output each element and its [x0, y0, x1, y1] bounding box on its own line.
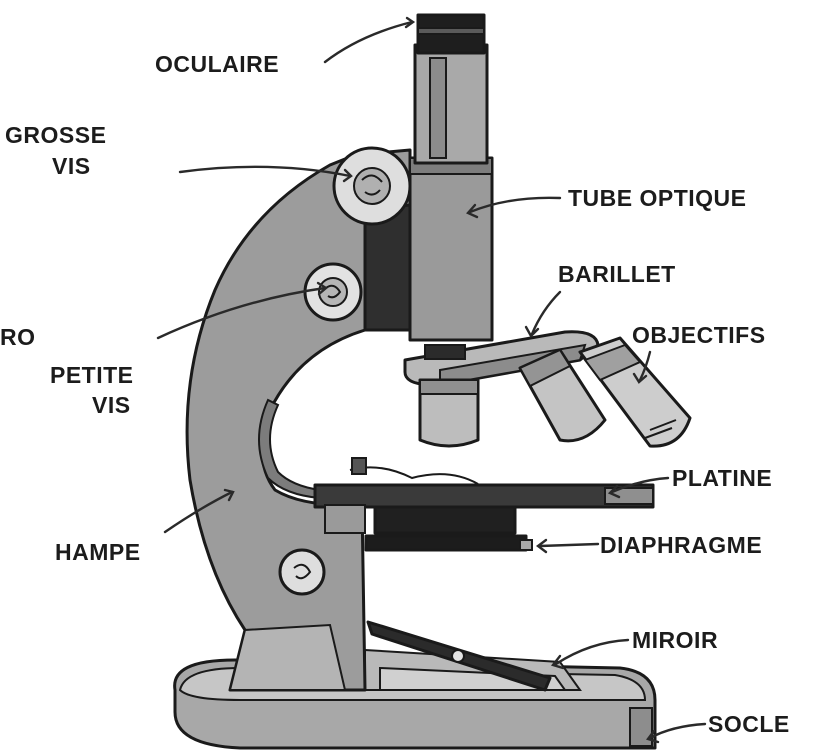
optical-tube [410, 45, 492, 340]
label-hampe: HAMPE [55, 539, 141, 565]
label-barillet: BARILLET [558, 261, 676, 287]
label-objectifs: OBJECTIFS [632, 322, 766, 348]
label-tube-optique: TUBE OPTIQUE [568, 185, 747, 211]
label-grosse-vis-line1: GROSSE [5, 122, 106, 148]
diaphragm [366, 536, 532, 550]
arm-hampe [187, 150, 410, 690]
label-grosse-vis-line2: VIS [52, 153, 91, 179]
stage-platine [315, 458, 653, 533]
label-diaphragme: DIAPHRAGME [600, 532, 762, 558]
eyepiece [418, 15, 484, 53]
label-petite-vis-line2: VIS [92, 392, 131, 418]
coarse-focus-screw [334, 148, 410, 224]
label-bras-fragment: RO [0, 324, 36, 350]
label-socle: SOCLE [708, 711, 790, 737]
label-oculaire: OCULAIRE [155, 51, 279, 77]
label-platine: PLATINE [672, 465, 772, 491]
label-miroir: MIROIR [632, 627, 718, 653]
arm-screw [280, 550, 324, 594]
mirror-assembly [365, 622, 580, 690]
fine-focus-screw [305, 264, 361, 320]
label-petite-vis-line1: PETITE [50, 362, 134, 388]
